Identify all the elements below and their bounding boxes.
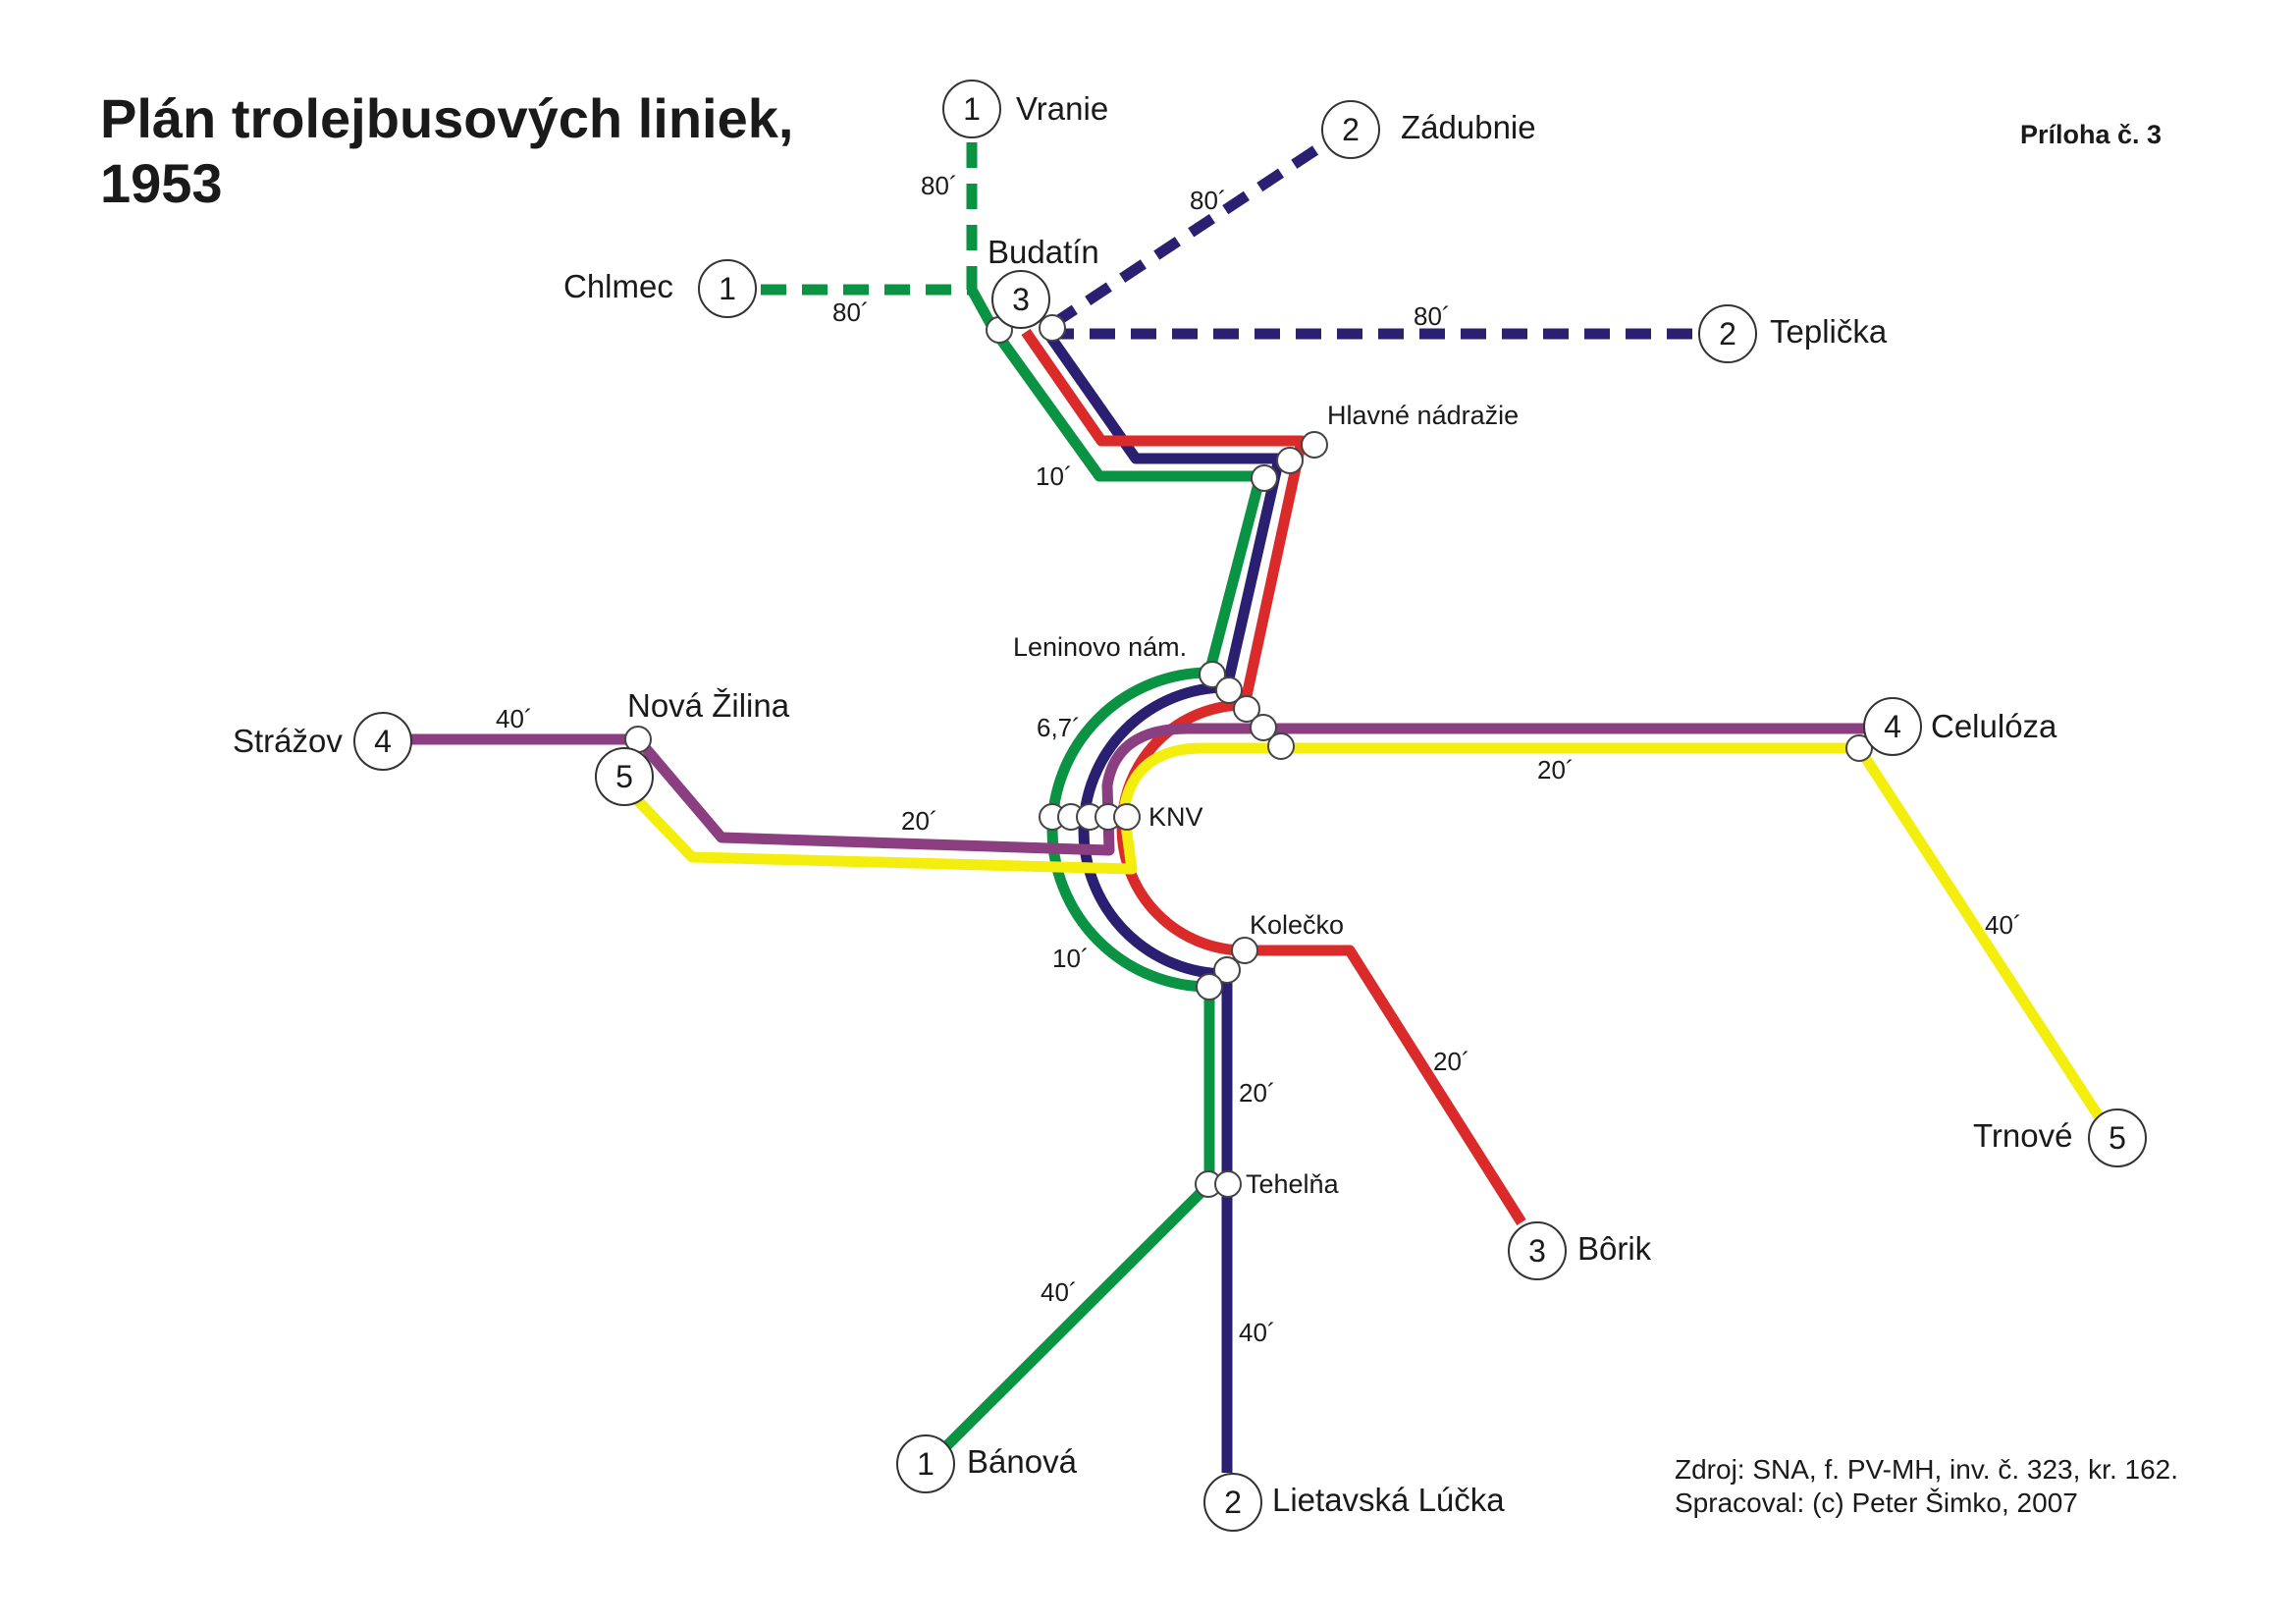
interval-center-10: 10´ [1052, 944, 1090, 973]
line-4-main [405, 723, 1891, 856]
annex-label: Príloha č. 3 [2020, 120, 2163, 149]
terminal-number-nova-zilina: 5 [615, 759, 633, 794]
interval-center-67: 6,7´ [1037, 713, 1081, 742]
terminal-zadubnie: 2 [1321, 100, 1380, 159]
terminal-nova-zilina: 5 [595, 747, 654, 806]
station-nova-zilina: Nová Žilina [627, 687, 790, 724]
stop-tehelna-b [1214, 1170, 1242, 1198]
intermediate-stops [624, 314, 1873, 1198]
terminal-borik: 3 [1508, 1221, 1567, 1280]
terminal-number-celuloza: 4 [1884, 709, 1901, 744]
interval-vranie: 80´ [921, 171, 958, 200]
stop-celuloza [1845, 734, 1873, 762]
stop-kolecko-a [1231, 937, 1258, 964]
interval-budatin: 10´ [1036, 461, 1073, 491]
terminals: 1 2 1 3 2 4 5 4 [353, 80, 2147, 1532]
station-kolecko: Kolečko [1250, 910, 1344, 940]
line-5-main [619, 742, 2106, 1123]
line-2-main [1043, 330, 1285, 1473]
terminal-teplicka: 2 [1698, 304, 1757, 363]
station-lietavska-lucka: Lietavská Lúčka [1272, 1482, 1505, 1518]
interval-nova-zilina: 20´ [901, 806, 938, 836]
line-2-dashed-zadubnie [1044, 145, 1319, 332]
station-zadubnie: Zádubnie [1401, 109, 1536, 145]
interval-teplicka: 80´ [1414, 301, 1451, 331]
stop-leninovo-e [1267, 732, 1295, 760]
terminal-budatin: 3 [991, 270, 1050, 329]
stop-leninovo-a [1199, 661, 1226, 688]
page-title: Plán trolejbusových liniek, 1953 [100, 86, 793, 216]
interval-zadubnie: 80´ [1190, 186, 1227, 215]
terminal-number-vranie: 1 [963, 91, 981, 127]
interval-labels: 80´ 80´ 80´ 80´ 10´ 6,7´ 40´ 20´ 20´ 40´… [496, 171, 2022, 1347]
interval-borik: 20´ [1433, 1047, 1470, 1076]
terminal-number-banova: 1 [917, 1446, 934, 1482]
terminal-banova: 1 [896, 1434, 955, 1493]
terminal-number-trnove: 5 [2109, 1120, 2126, 1156]
station-chlmec: Chlmec [563, 268, 673, 304]
interval-chlmec: 80´ [832, 298, 870, 327]
interval-trnove: 40´ [1985, 910, 2022, 940]
terminal-lietavska-lucka: 2 [1203, 1473, 1262, 1532]
interval-strazov: 40´ [496, 704, 533, 733]
station-strazov: Strážov [233, 723, 343, 759]
terminal-trnove: 5 [2088, 1109, 2147, 1167]
interval-celuloza: 20´ [1537, 755, 1575, 784]
station-budatin: Budatín [988, 234, 1099, 270]
source-line-1: Zdroj: SNA, f. PV-MH, inv. č. 323, kr. 1… [1675, 1454, 2178, 1485]
station-knv: KNV [1148, 802, 1203, 832]
stop-hlavne-nadrazie-b [1276, 447, 1304, 474]
source-note: Zdroj: SNA, f. PV-MH, inv. č. 323, kr. 1… [1675, 1453, 2178, 1520]
station-celuloza: Celulóza [1931, 708, 2057, 744]
interval-tehelna: 20´ [1239, 1078, 1276, 1108]
terminal-strazov: 4 [353, 712, 412, 771]
stop-hlavne-nadrazie-c [1251, 464, 1278, 492]
station-hlavne-nadrazie: Hlavné nádražie [1327, 401, 1519, 430]
terminal-number-borik: 3 [1528, 1233, 1546, 1269]
stop-kolecko-b [1213, 956, 1241, 984]
terminal-celuloza: 4 [1863, 697, 1922, 756]
terminal-number-budatin: 3 [1012, 282, 1030, 317]
terminal-number-teplicka: 2 [1719, 316, 1736, 352]
stop-leninovo-b [1215, 676, 1243, 704]
source-line-2: Spracoval: (c) Peter Šimko, 2007 [1675, 1488, 2078, 1518]
station-tehelna: Tehelňa [1246, 1169, 1340, 1199]
title-line-2: 1953 [100, 152, 223, 214]
station-teplicka: Teplička [1770, 313, 1888, 350]
stop-hlavne-nadrazie-a [1301, 431, 1328, 459]
terminal-chlmec: 1 [698, 259, 757, 318]
station-labels: Vranie Zádubnie Chlmec Budatín Teplička … [233, 90, 2072, 1518]
terminal-number-lietavska-lucka: 2 [1224, 1485, 1242, 1520]
interval-banova: 40´ [1041, 1277, 1078, 1307]
stop-leninovo-c [1233, 695, 1260, 723]
stop-leninovo-d [1250, 714, 1277, 741]
stop-kolecko-c [1196, 973, 1223, 1001]
station-leninovo-nam: Leninovo nám. [1013, 632, 1187, 662]
station-trnove: Trnové [1973, 1117, 2072, 1154]
station-borik: Bôrik [1577, 1230, 1652, 1267]
terminal-number-chlmec: 1 [719, 271, 736, 306]
interval-lietavska: 40´ [1239, 1318, 1276, 1347]
terminal-vranie: 1 [942, 80, 1001, 138]
terminal-number-zadubnie: 2 [1342, 112, 1360, 147]
stop-knv-e [1113, 803, 1141, 831]
station-vranie: Vranie [1016, 90, 1108, 127]
terminal-number-strazov: 4 [374, 724, 392, 759]
station-banova: Bánová [967, 1443, 1078, 1480]
stop-budatin-b [1039, 314, 1066, 342]
title-line-1: Plán trolejbusových liniek, [100, 87, 794, 149]
